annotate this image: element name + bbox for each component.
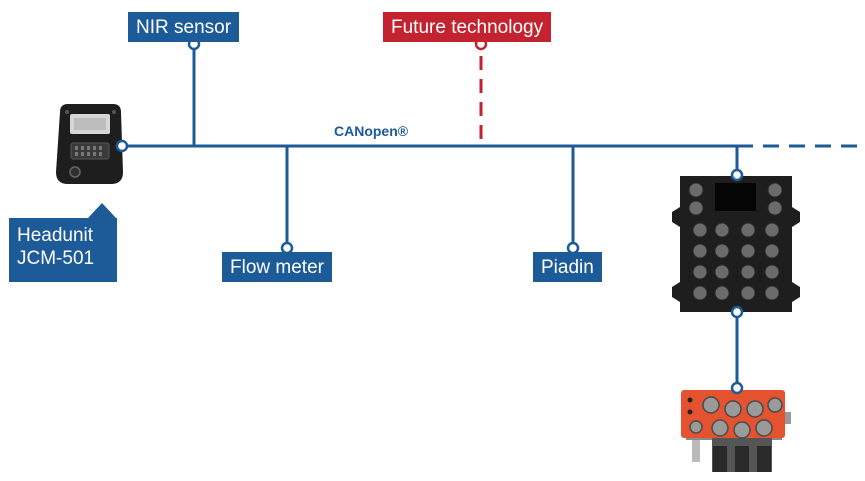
connector-pin-icon: [688, 200, 704, 216]
piadin-label: Piadin: [533, 252, 602, 282]
connector-pin-icon: [740, 222, 756, 238]
connector-pin-icon: [714, 285, 730, 301]
connector-pin-icon: [767, 200, 783, 216]
headunit-label: Headunit JCM-501: [9, 218, 117, 282]
junction-box-icon: [672, 176, 800, 312]
flow-meter-label: Flow meter: [222, 252, 332, 282]
connector-pin-icon: [692, 222, 708, 238]
connector-pin-icon: [714, 243, 730, 259]
connector-pin-icon: [740, 285, 756, 301]
connector-pin-icon: [692, 264, 708, 280]
headunit-port: [115, 139, 129, 153]
headunit-label-line2: JCM-501: [17, 247, 95, 269]
future-technology-label: Future technology: [383, 12, 552, 42]
junction-box-port-top: [730, 168, 744, 182]
connector-pin-icon: [692, 285, 708, 301]
connector-pin-icon: [714, 222, 730, 238]
connector-pin-icon: [740, 264, 756, 280]
junction-box-port-bottom: [730, 305, 744, 319]
connector-pin-icon: [764, 285, 780, 301]
valve-block-icon: [681, 390, 791, 472]
nir-sensor-label: NIR sensor: [128, 12, 240, 42]
connector-pin-icon: [688, 182, 704, 198]
connector-pin-icon: [764, 222, 780, 238]
connector-pin-icon: [767, 182, 783, 198]
connector-pin-icon: [764, 243, 780, 259]
valve-block-port: [730, 381, 744, 395]
connector-pin-icon: [764, 264, 780, 280]
canopen-bus-label: CANopen®: [334, 123, 409, 139]
headunit-label-pointer: [88, 203, 116, 218]
headunit-label-line1: Headunit: [17, 225, 94, 246]
connector-pin-icon: [714, 264, 730, 280]
connector-pin-icon: [740, 243, 756, 259]
headunit-device-icon: [56, 104, 123, 184]
connector-pin-icon: [692, 243, 708, 259]
